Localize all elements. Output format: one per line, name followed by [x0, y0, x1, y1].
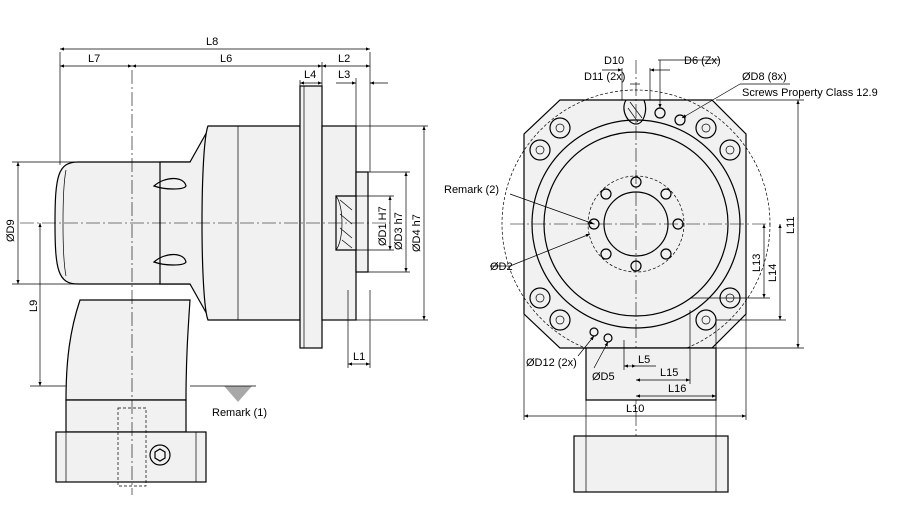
- dim-L16: L16: [668, 383, 686, 395]
- motor-adapter: [55, 431, 207, 483]
- output-hub: [355, 171, 369, 273]
- dim-L15: L15: [660, 367, 678, 379]
- dim-D12: ØD12 (2x): [526, 357, 577, 369]
- dim-L7: L7: [88, 53, 100, 65]
- dim-L14: L14: [767, 264, 779, 282]
- dim-D6: D6 (Zx): [684, 55, 721, 67]
- remark-1-label: Remark (1): [212, 407, 267, 419]
- dim-D3: ØD3 h7: [393, 212, 405, 250]
- mounting-flange: [299, 85, 323, 349]
- dim-L9: L9: [28, 300, 40, 312]
- dim-L2: L2: [338, 53, 350, 65]
- housing-slot-upper: [152, 177, 187, 190]
- dim-L10: L10: [626, 403, 644, 415]
- dim-D10: D10: [604, 55, 624, 67]
- dim-L8: L8: [206, 36, 218, 48]
- remark-2-label: Remark (2): [444, 184, 499, 196]
- dim-L11: L11: [785, 216, 797, 234]
- dim-D2: ØD2: [490, 261, 513, 273]
- dim-L13: L13: [751, 254, 763, 272]
- dim-L6: L6: [220, 53, 232, 65]
- dim-D1: ØD1 H7: [377, 206, 389, 246]
- clamp-screw-icon: [149, 444, 171, 466]
- dim-D8: ØD8 (8x): [742, 71, 787, 83]
- dim-L3: L3: [338, 69, 350, 81]
- dim-L4: L4: [304, 69, 316, 81]
- dim-L5: L5: [638, 354, 650, 366]
- dim-D4: ØD4 h7: [411, 214, 423, 252]
- remark-triangle-icon: [224, 386, 252, 402]
- housing-slot-lower: [152, 253, 187, 266]
- front-view: D10 D11 (2x) D6 (Zx) ØD8 (8x) Screws Pro…: [444, 55, 878, 495]
- dim-D9: ØD9: [5, 219, 17, 242]
- side-view: L8 L7 L6 L2 L4 L3 ØD9 L9 ØD1 H7 ØD: [5, 36, 428, 495]
- input-leg: [65, 299, 191, 401]
- dim-D11: D11 (2x): [584, 71, 625, 83]
- dim-L1: L1: [353, 351, 365, 363]
- front-motor-adapter: [573, 435, 729, 493]
- dim-D5: ØD5: [592, 371, 615, 383]
- screws-note: Screws Property Class 12.9: [742, 87, 878, 99]
- top-thread-hole-icon: [623, 99, 647, 125]
